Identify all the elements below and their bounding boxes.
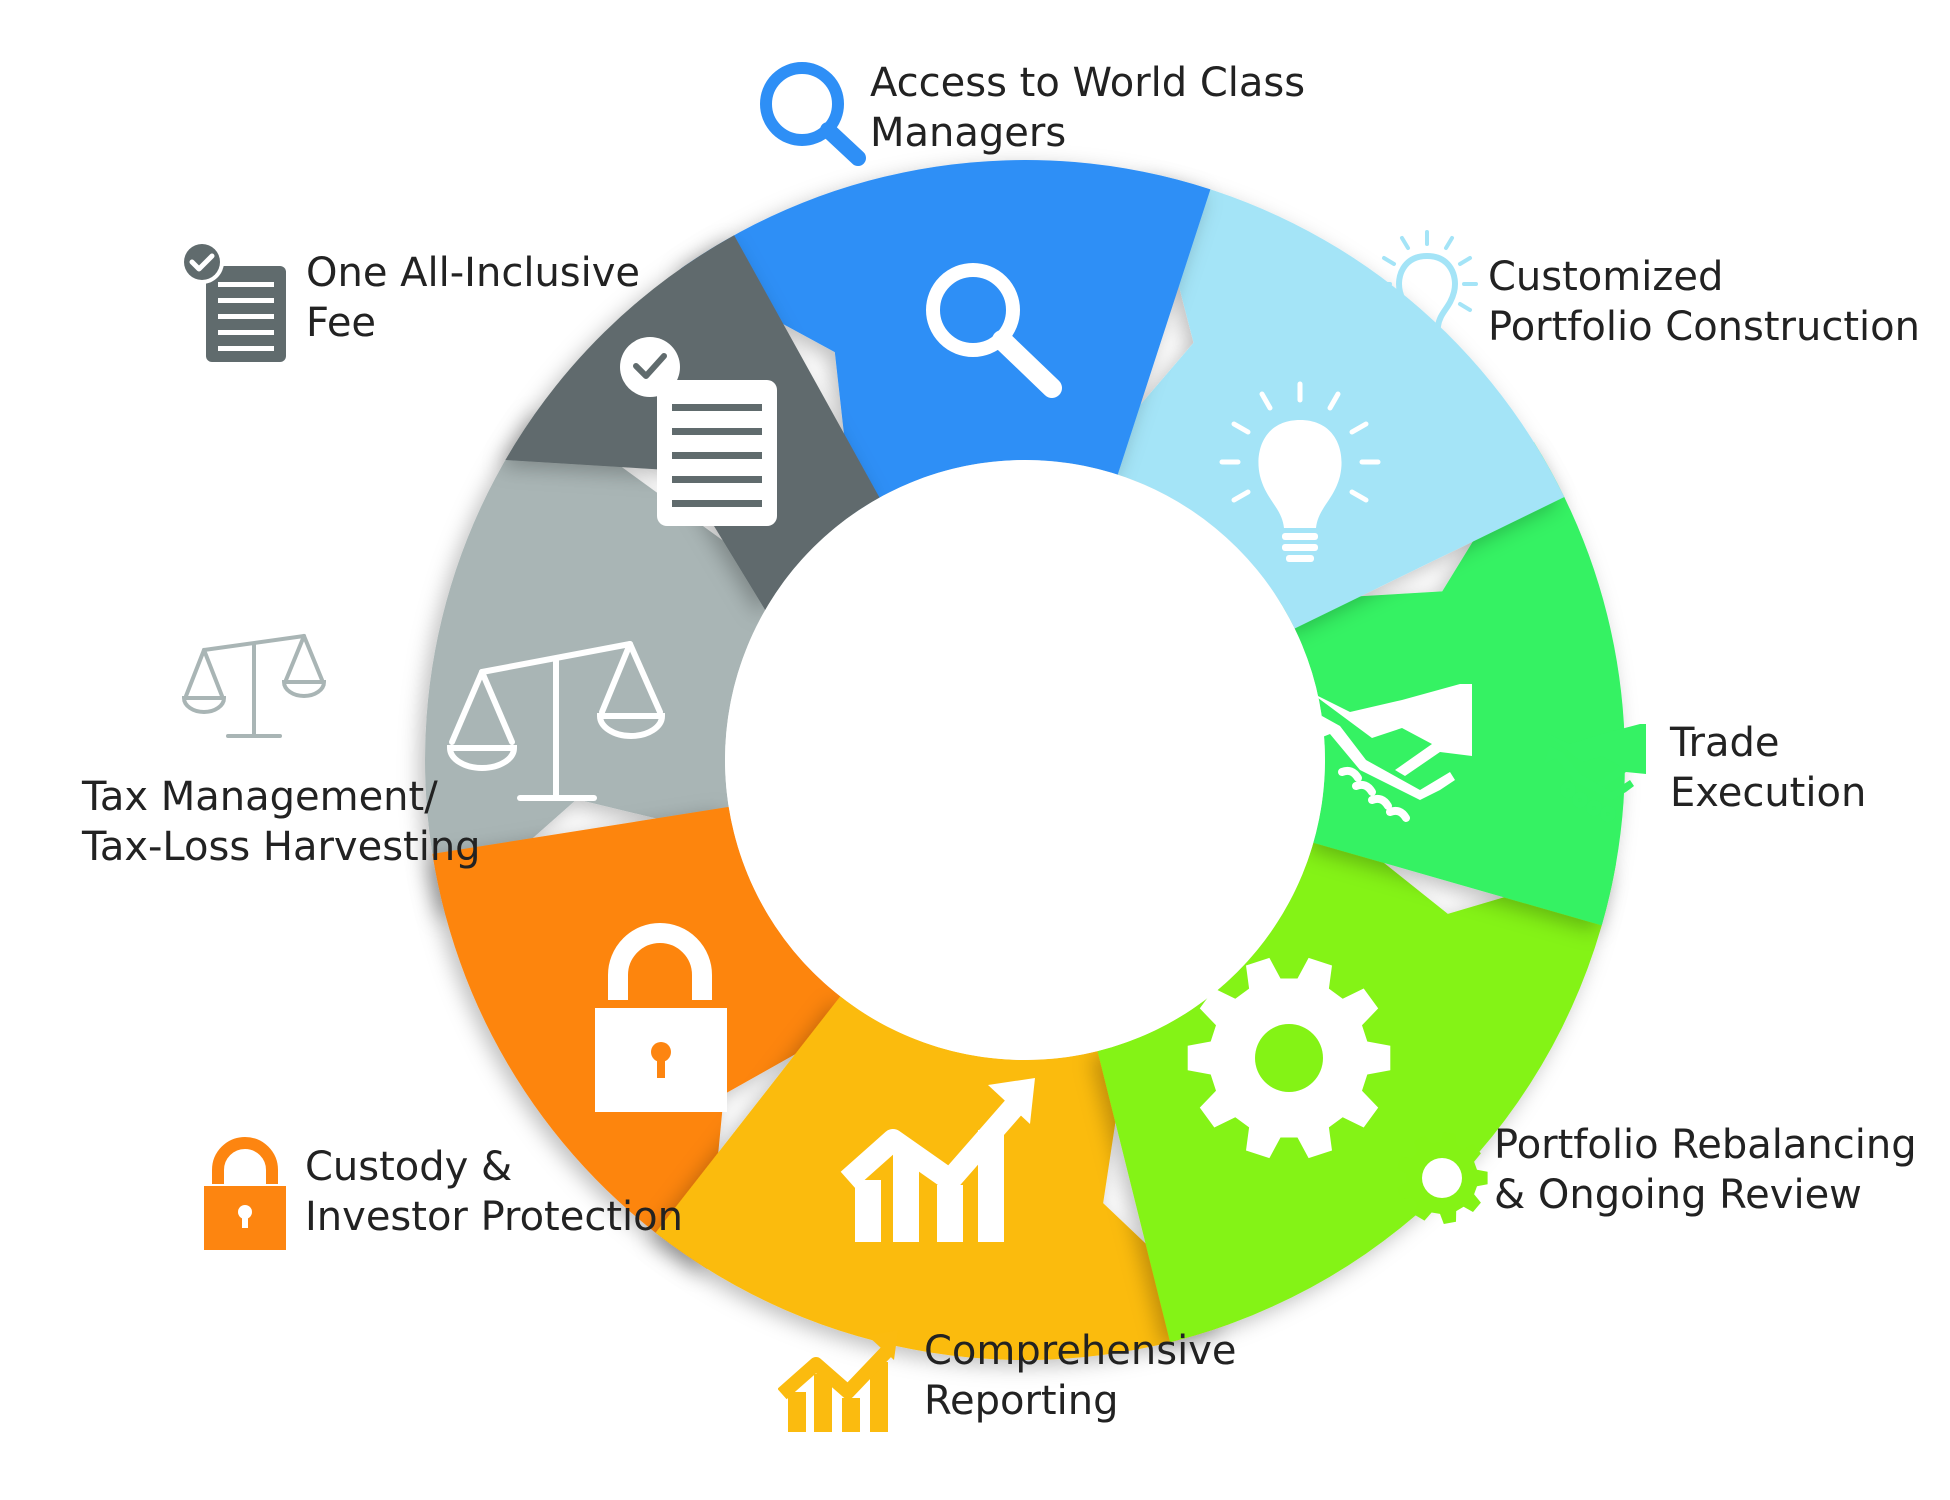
wheel-gear-icon — [1187, 957, 1391, 1159]
label-portfolio: Customized Portfolio Construction — [1488, 252, 1920, 352]
segment-portfolio — [1087, 173, 1565, 629]
label-tax-line2: Tax-Loss Harvesting — [82, 824, 481, 870]
wheel-handshake-icon — [1310, 684, 1472, 822]
magnifier-icon — [760, 62, 866, 166]
label-managers-line1: Access to World Class — [870, 60, 1306, 106]
label-custody-line1: Custody & — [305, 1144, 513, 1190]
label-custody-line2: Investor Protection — [305, 1194, 683, 1240]
label-trade-line2: Execution — [1670, 770, 1867, 816]
wheel-center — [725, 460, 1325, 1060]
label-reporting: Comprehensive Reporting — [924, 1326, 1236, 1426]
scales-icon — [181, 634, 327, 738]
label-rebalancing-line1: Portfolio Rebalancing — [1494, 1122, 1917, 1168]
label-managers: Access to World Class Managers — [870, 58, 1305, 158]
label-fee-line2: Fee — [306, 300, 377, 346]
label-reporting-line1: Comprehensive — [924, 1328, 1237, 1374]
label-rebalancing-line2: & Ongoing Review — [1494, 1172, 1862, 1218]
wheel-lightbulb-icon — [1219, 381, 1381, 562]
label-portfolio-line2: Portfolio Construction — [1488, 304, 1920, 350]
wheel-growth-chart-icon — [840, 1078, 1035, 1242]
wheel-scales-icon — [446, 641, 666, 801]
padlock-icon — [204, 1137, 286, 1250]
label-tax: Tax Management/ Tax-Loss Harvesting — [82, 772, 481, 872]
handshake-icon — [1544, 724, 1646, 822]
segment-trade — [1279, 442, 1625, 926]
label-portfolio-line1: Customized — [1488, 254, 1724, 300]
label-managers-line2: Managers — [870, 110, 1067, 156]
label-trade-line1: Trade — [1670, 720, 1780, 766]
label-rebalancing: Portfolio Rebalancing & Ongoing Review — [1494, 1120, 1917, 1220]
label-tax-line1: Tax Management/ — [82, 774, 438, 820]
segment-tax — [425, 407, 783, 916]
growth-chart-icon — [778, 1330, 898, 1432]
label-trade: Trade Execution — [1670, 718, 1866, 818]
lightbulb-icon — [1376, 230, 1478, 351]
label-custody: Custody & Investor Protection — [305, 1142, 683, 1242]
label-fee-line1: One All-Inclusive — [306, 250, 641, 296]
wheel-checklist-icon — [620, 337, 777, 526]
wheel-padlock-icon — [595, 923, 727, 1112]
wheel-magnifier-icon — [926, 263, 1062, 398]
checklist-icon — [180, 240, 286, 362]
label-fee: One All-Inclusive Fee — [306, 248, 640, 348]
label-reporting-line2: Reporting — [924, 1378, 1119, 1424]
gear-icon — [1397, 1132, 1488, 1224]
